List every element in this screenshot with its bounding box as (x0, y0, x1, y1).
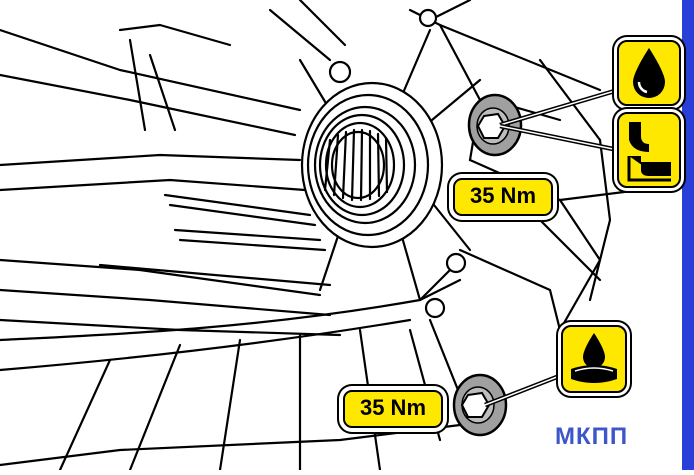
bolt-bottom (452, 372, 563, 437)
oil-bath-icon (561, 325, 627, 393)
gearbox-label: МКПП (555, 423, 629, 450)
bolt-top (467, 87, 619, 157)
torque-label-top: 35 Nm (453, 178, 553, 216)
torque-label-bottom: 35 Nm (343, 390, 443, 428)
sealant-icon (617, 112, 681, 188)
oil-drop-icon (617, 40, 681, 106)
accent-bar (682, 0, 694, 470)
